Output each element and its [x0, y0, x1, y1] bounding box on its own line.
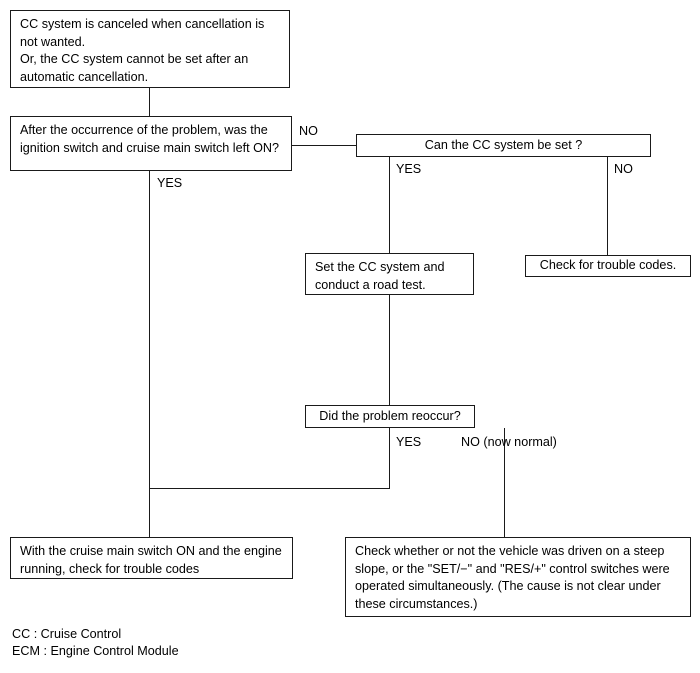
node-question-reoccur: Did the problem reoccur?: [305, 405, 475, 428]
edge-label-can-set-no: NO: [614, 162, 633, 176]
connector-ignition-no-to-can-set: [292, 145, 356, 146]
edge-label-reoccur-no: NO (now normal): [461, 435, 557, 449]
node-question-can-set: Can the CC system be set ?: [356, 134, 651, 157]
edge-label-can-set-yes: YES: [396, 162, 422, 176]
connector-can-set-yes: [389, 157, 390, 253]
node-symptom: CC system is canceled when cancellation …: [10, 10, 290, 88]
connector-reoccur-yes-left: [149, 488, 390, 489]
node-question-ignition: After the occurrence of the problem, was…: [10, 116, 292, 171]
node-result-check-steep-slope: Check whether or not the vehicle was dri…: [345, 537, 691, 617]
connector-can-set-no: [607, 157, 608, 255]
connector-reoccur-no-down: [504, 428, 505, 537]
edge-label-ignition-no: NO: [299, 124, 318, 138]
edge-label-ignition-yes: YES: [157, 176, 183, 190]
connector-symptom-to-ignition: [149, 88, 150, 116]
connector-reoccur-yes-down: [389, 428, 390, 489]
edge-label-reoccur-yes: YES: [396, 435, 422, 449]
connector-road-test-to-reoccur: [389, 295, 390, 405]
legend-abbreviations: CC : Cruise Control ECM : Engine Control…: [12, 627, 179, 658]
node-action-set-and-road-test: Set the CC system and conduct a road tes…: [305, 253, 474, 295]
node-result-cruise-switch-on: With the cruise main switch ON and the e…: [10, 537, 293, 579]
node-action-check-codes: Check for trouble codes.: [525, 255, 691, 277]
connector-ignition-yes-spine: [149, 171, 150, 537]
